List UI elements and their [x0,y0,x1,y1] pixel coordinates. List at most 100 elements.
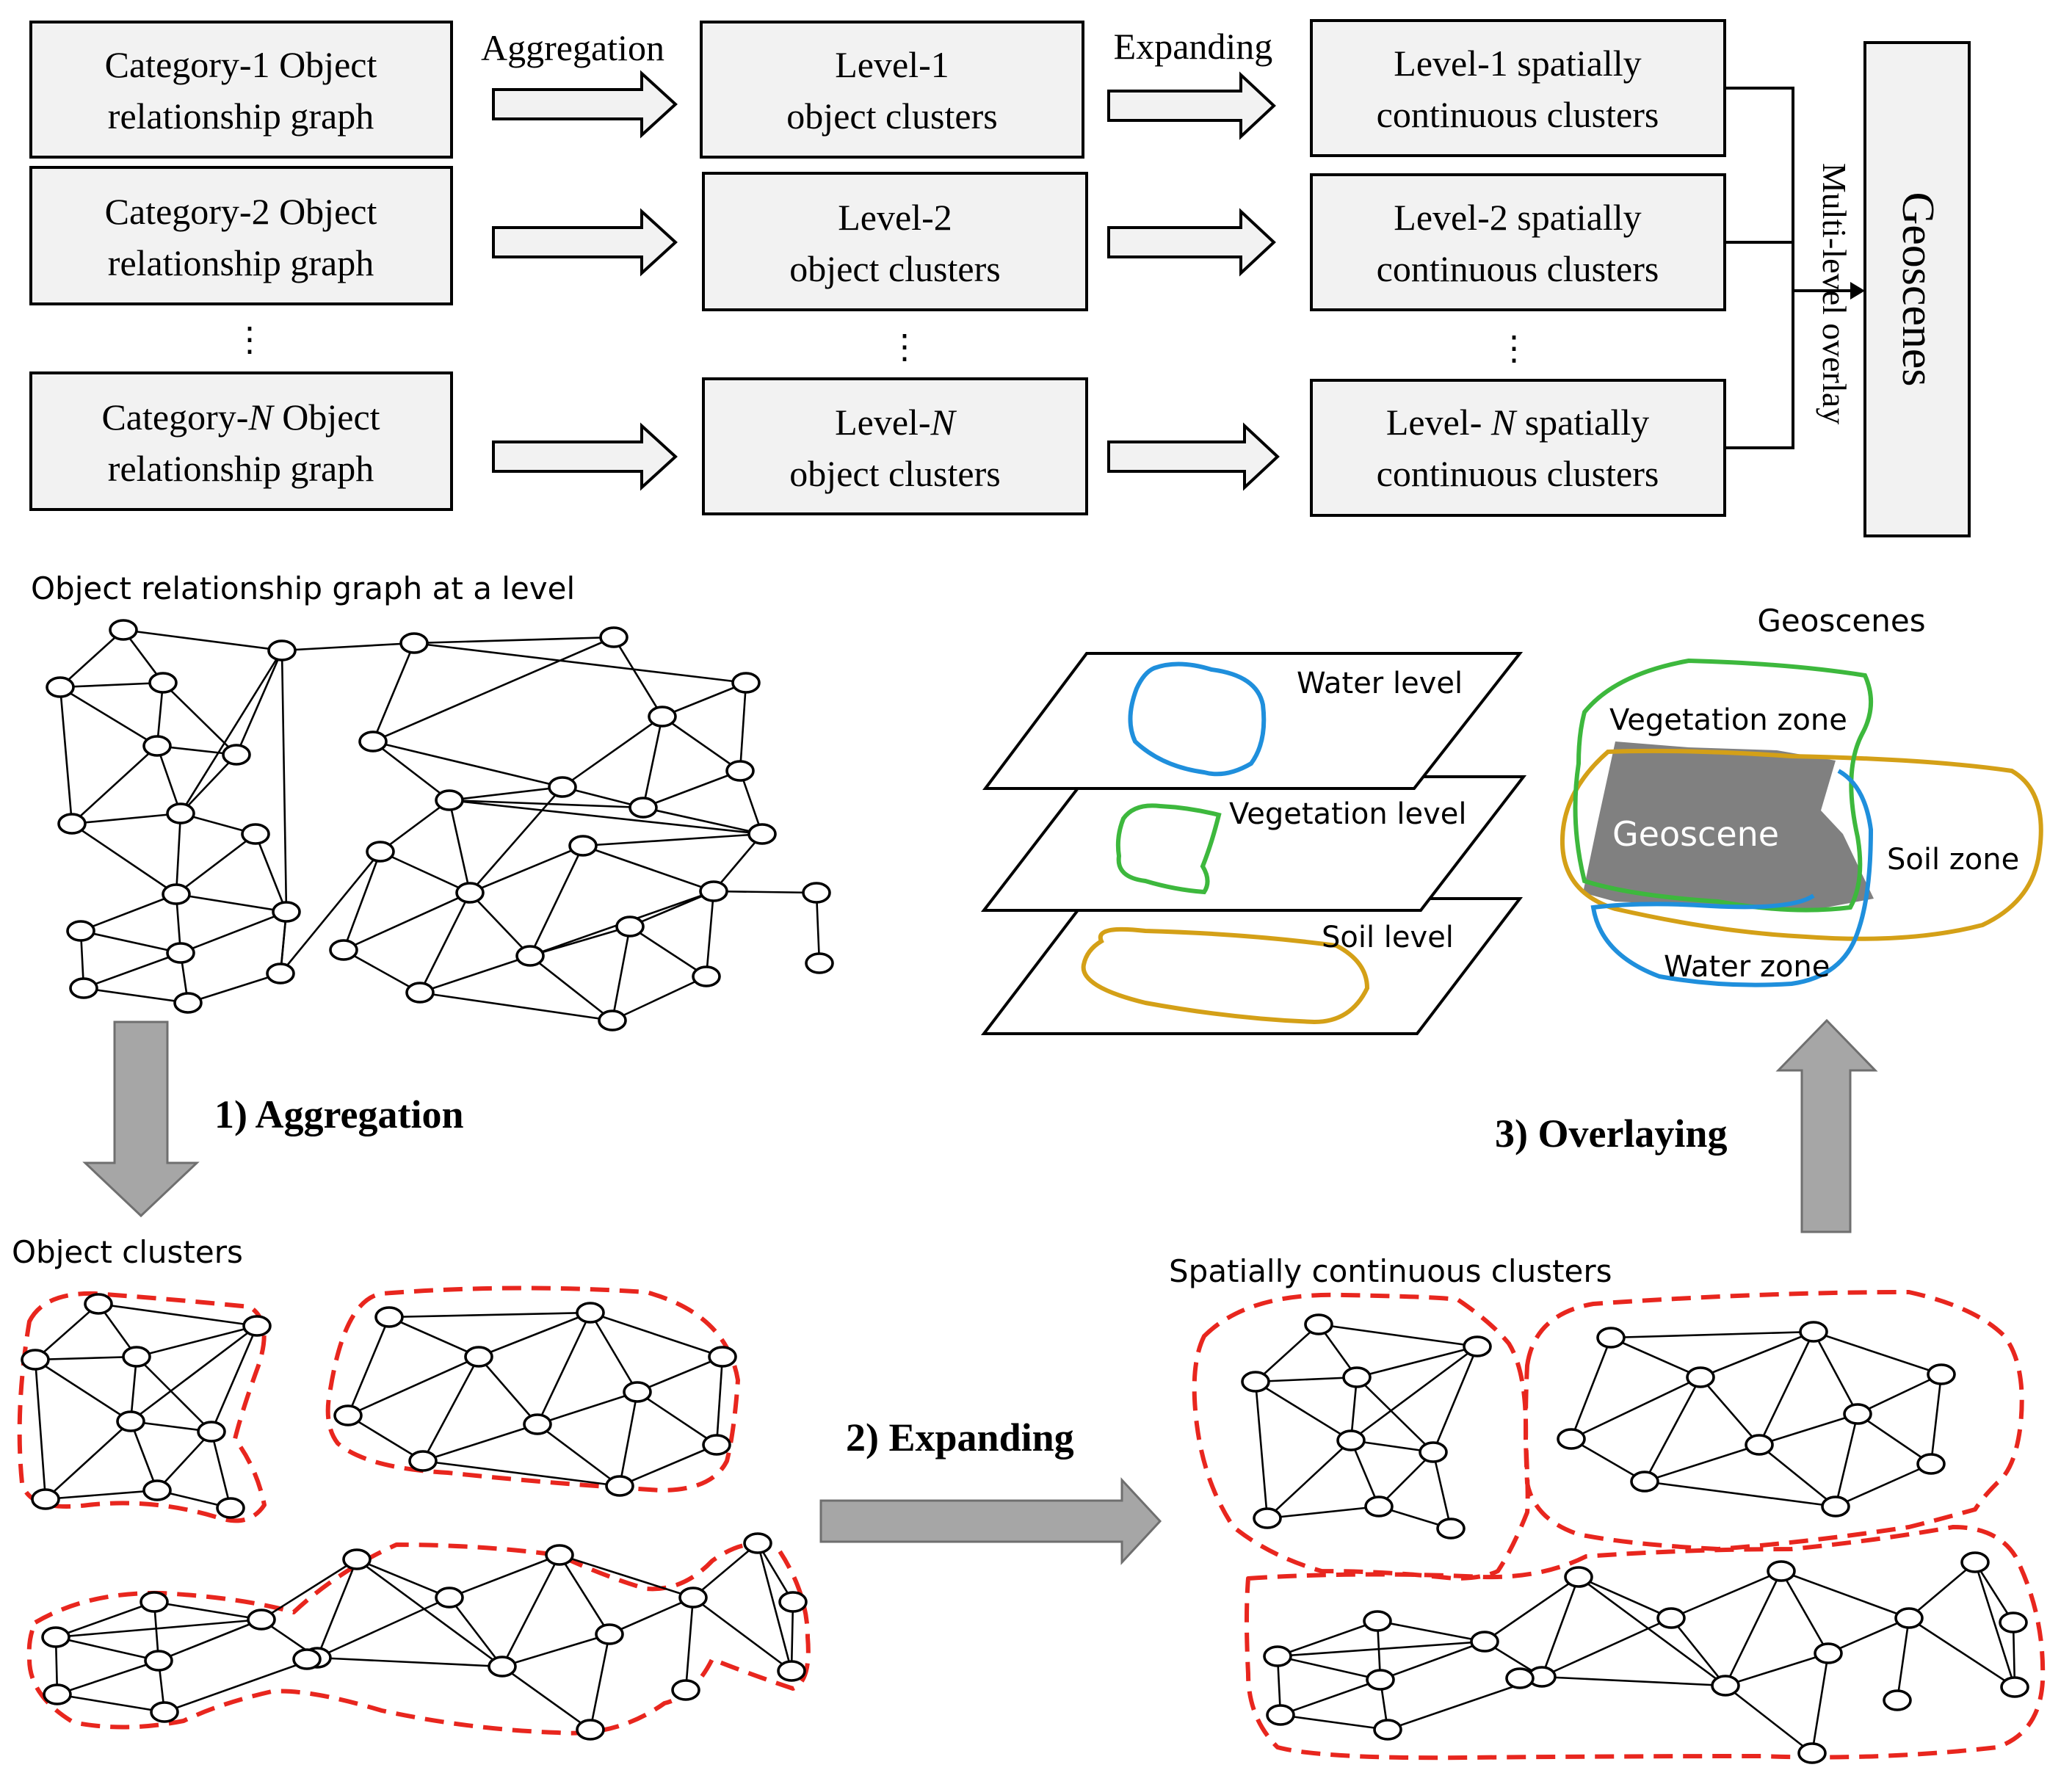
cluster-outline [1192,1292,1530,1581]
spatial-2-line1: Level-2 spatially [1394,197,1641,238]
graph-edge [1974,1562,2015,1623]
graph-edge [59,686,158,747]
graph-edge [1857,1413,1932,1465]
graph-edge [1758,1443,1836,1508]
graph-node [435,1587,464,1609]
graph-node [1894,1607,1924,1629]
graph-edge [589,1312,639,1393]
graph-edge [1974,1562,2016,1688]
spatial-n-line1: Level- N spatially [1386,402,1649,443]
graph-edge [279,851,382,974]
graph-edge [1700,1377,1760,1446]
graph-edge [59,629,124,688]
graph-node [1336,1429,1366,1451]
graph-node [692,965,721,987]
graph-edge [1356,1345,1478,1379]
graph-edge [1571,1437,1645,1483]
soil-level-plane [980,897,1524,1035]
geoscene-region [1583,741,1874,910]
graph-edge [713,833,763,892]
graph-edge [175,833,256,896]
graph-edge [1578,1575,1672,1620]
geoscenes-title: Geoscenes [1757,603,1925,639]
graph-edge [715,1356,724,1446]
graph-edge [422,1460,620,1487]
graph-node [109,619,138,641]
graph-node [1596,1327,1626,1349]
graph-node [598,1009,627,1031]
graph-edge [175,893,287,913]
graph-node [1999,1611,2028,1633]
graph-edge [1780,1570,1830,1654]
graph-node [605,1475,634,1497]
graph-edge [1857,1373,1942,1415]
geoscenes-box [1863,41,1971,537]
category-1-line1: Category-1 Object [105,44,377,85]
graph-node [1745,1434,1774,1456]
graph-node [66,920,95,942]
graph-edge [316,1656,503,1668]
graph-edge [449,1553,560,1599]
graph-node [708,1346,737,1368]
graph-node [166,802,195,824]
graph-edge [739,682,747,772]
graph-edge [347,1316,391,1416]
graph-edge [637,1390,717,1446]
graph-edge [180,910,287,954]
cluster-outline [1245,1525,2046,1761]
graph-edge [642,769,741,809]
graph-edge [469,844,584,894]
graph-node [629,797,658,819]
spatially-continuous-clusters-graph [1192,1290,2046,1764]
graph-edge [642,716,664,808]
graph-node [725,760,755,782]
graph-node [1463,1335,1492,1357]
level-1-box [700,21,1084,159]
graph-edge [629,925,707,978]
level-2-box [702,172,1088,311]
graph-edge [380,850,471,894]
graph-edge [316,1596,450,1659]
spatial-1-line2: continuous clusters [1377,94,1659,135]
graph-edge [123,628,283,652]
graph-edge [662,681,747,718]
graph-node [548,776,577,798]
graph-edge [1896,1617,1910,1701]
graph-edge [281,642,415,652]
graph-edge [421,1356,480,1462]
graph-node [1767,1560,1796,1582]
step-expanding-label: 2) Expanding [846,1415,1074,1460]
graph-node [57,813,87,835]
graph-edge [1378,1451,1434,1507]
graph-edge [372,642,416,742]
right-arrow-icon [1107,71,1276,140]
graph-edge [478,1356,538,1425]
graph-edge [1725,1652,1829,1687]
graph-node [731,672,761,694]
graph-node [46,676,75,698]
graph-edge [1670,1617,1727,1686]
level-2-line2: object clusters [789,248,1000,289]
graph-edge [558,1554,611,1635]
graph-edge [582,833,763,847]
overlay-connector [1725,87,1794,449]
graph-edge [422,1423,538,1462]
graph-edge [1484,1575,1579,1643]
graph-edge [280,650,288,913]
graph-edge [1432,1451,1452,1529]
graph-edge [501,1633,610,1668]
graph-edge [469,786,563,893]
graph-edge [1828,1617,1910,1655]
graph-edge [55,1600,155,1639]
graph-edge [1350,1440,1380,1507]
graph-node [1373,1719,1402,1741]
soil-level-label: Soil level [1322,921,1454,954]
graph-edge [80,893,177,932]
soil-zone-outline [1560,748,2043,941]
graph-node [1686,1366,1715,1388]
graph-edge [692,1542,758,1598]
category-1-line2: relationship graph [108,95,374,137]
graph-edge [71,822,177,896]
graph-edge [1834,1413,1859,1507]
graph-edge [210,1325,258,1432]
